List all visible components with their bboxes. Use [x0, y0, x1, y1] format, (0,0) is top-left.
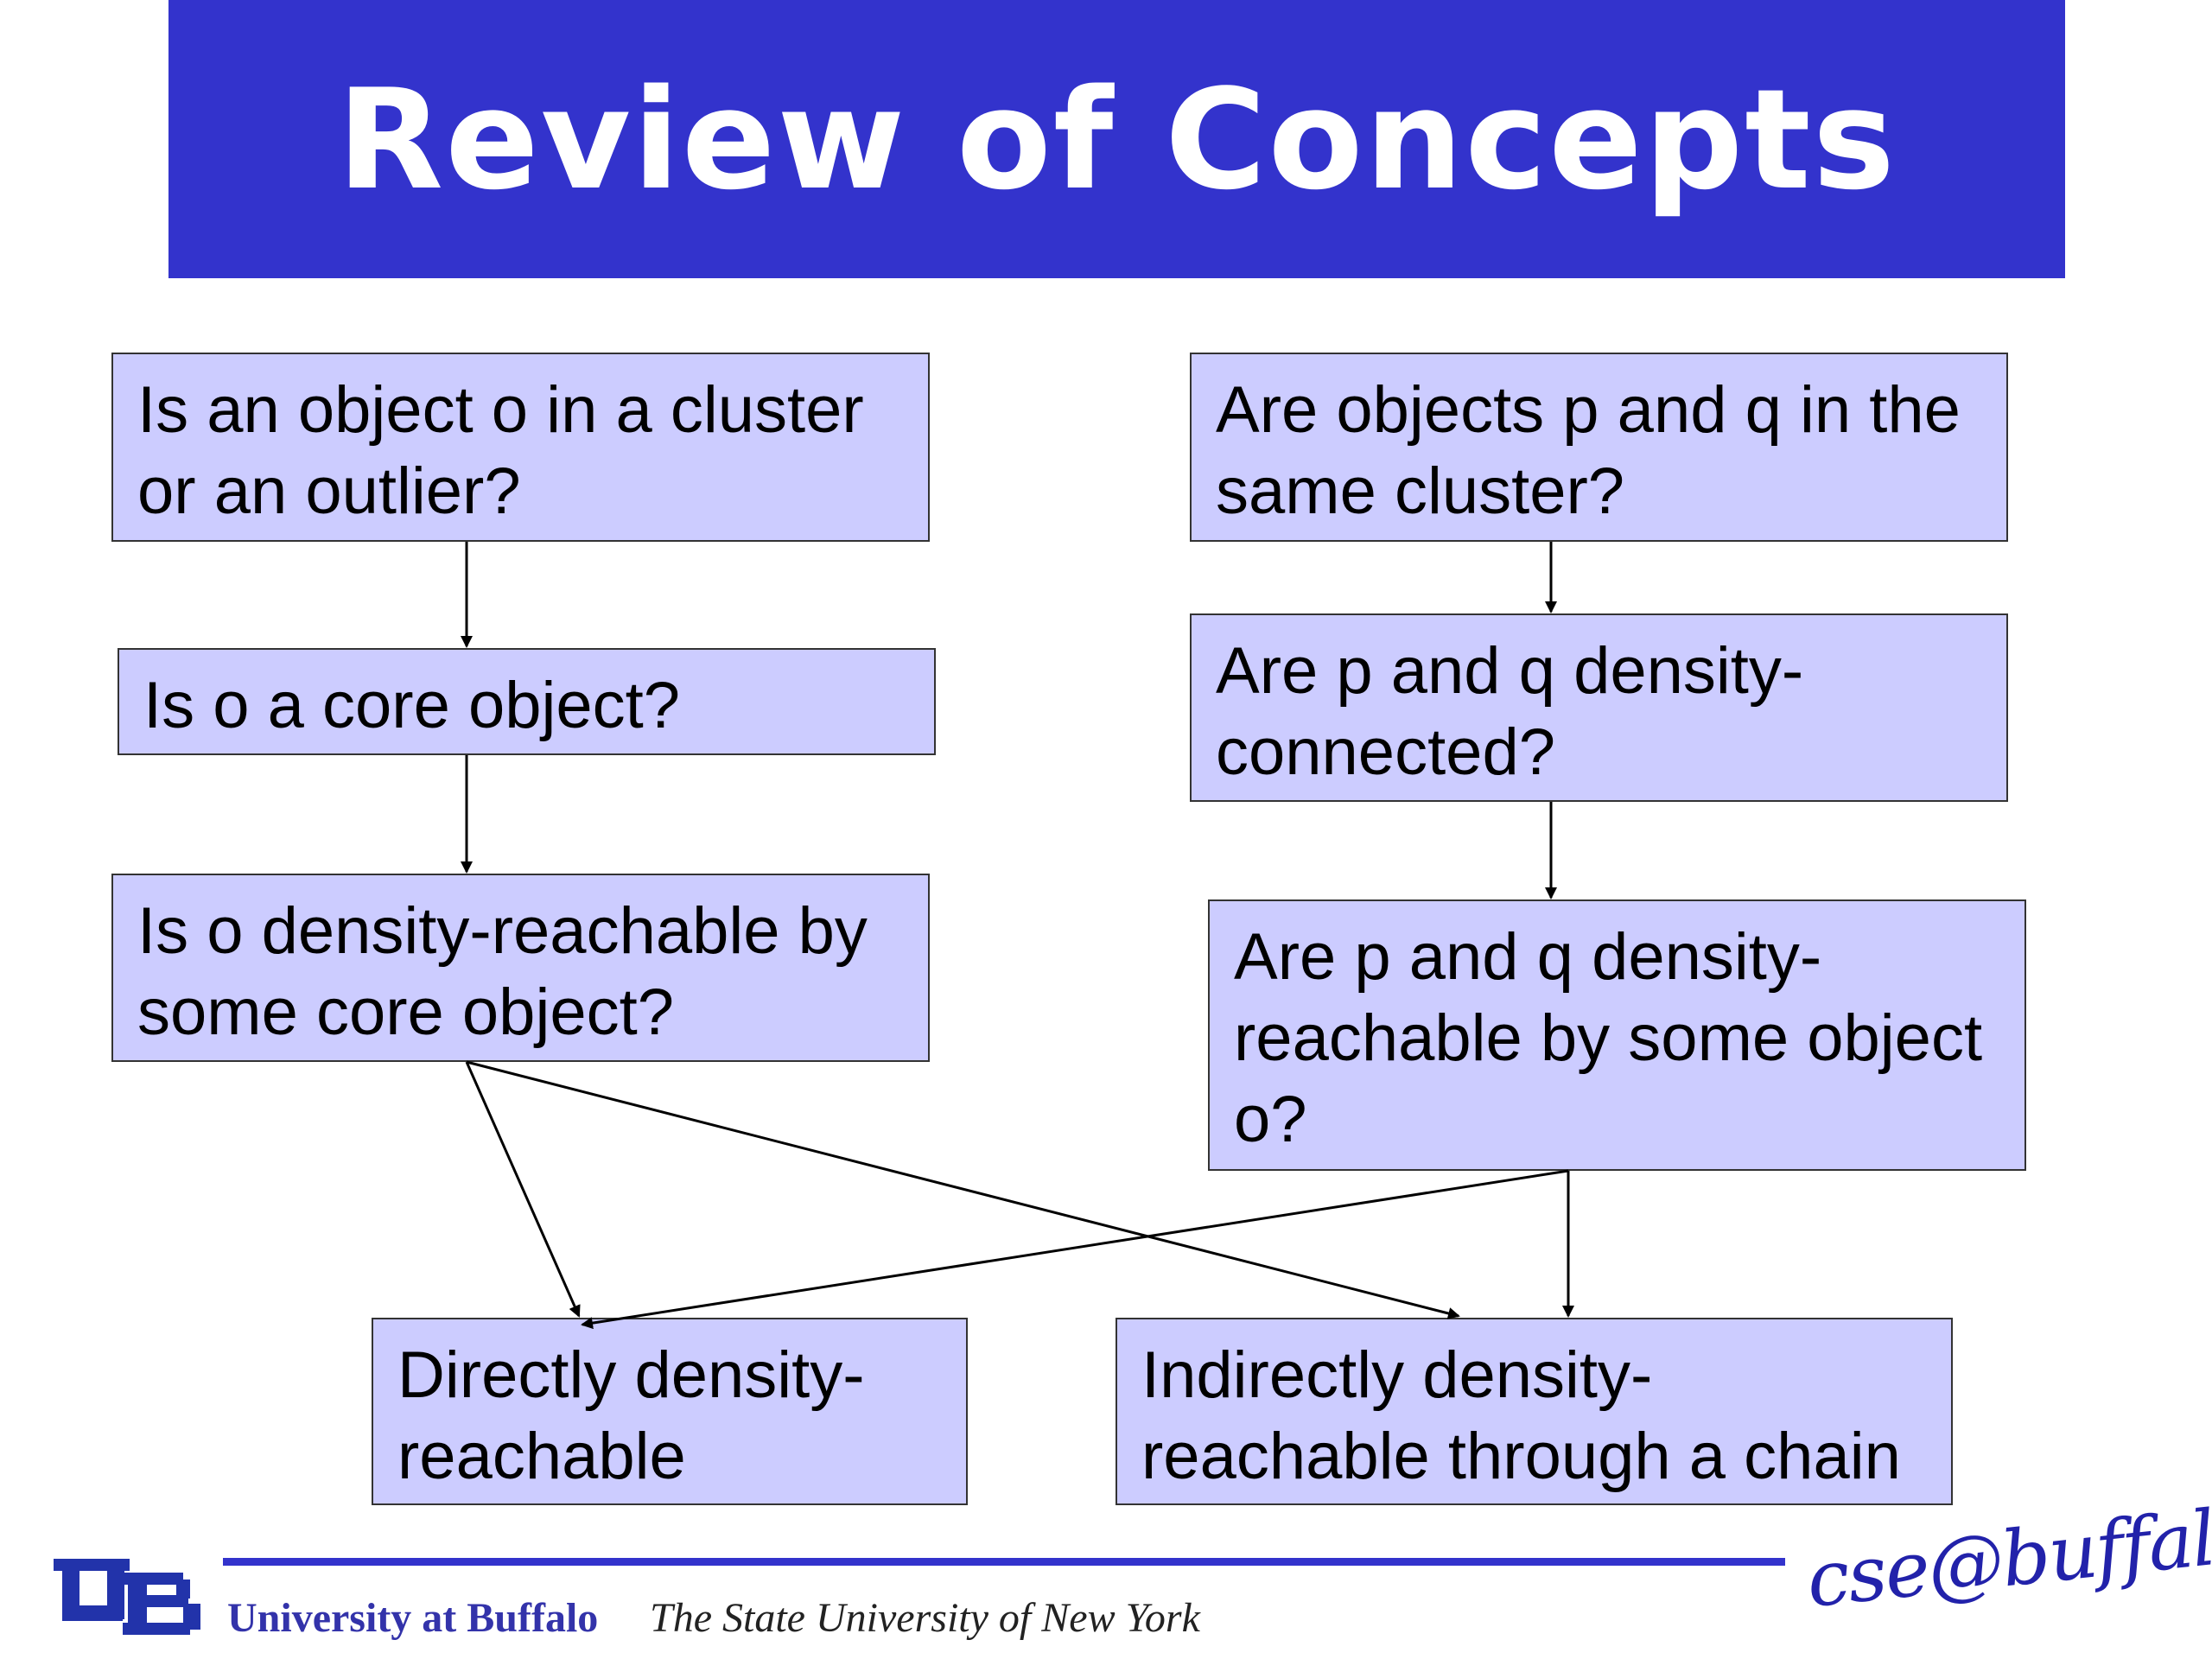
node-directly-density-reachable: Directly density-reachable	[372, 1318, 968, 1505]
arrow-b6-to-b7	[581, 1169, 1569, 1330]
node-object-in-cluster: Is an object o in a cluster or an outlie…	[111, 353, 930, 542]
footer-rule	[223, 1558, 1785, 1566]
arrow-b3-to-b7	[465, 1061, 581, 1318]
node-density-reachable-core: Is o density-reachable by some core obje…	[111, 874, 930, 1062]
node-density-reachable-object: Are p and q density-reachable by some ob…	[1208, 899, 2026, 1171]
node-same-cluster: Are objects p and q in the same cluster?	[1190, 353, 2008, 542]
page-title: Review of Concepts	[337, 58, 1897, 220]
arrow-b3-to-b8	[466, 1060, 1460, 1319]
node-density-connected: Are p and q density-connected?	[1190, 613, 2008, 802]
university-name: University at Buffalo	[227, 1595, 599, 1641]
title-banner: Review of Concepts	[168, 0, 2065, 278]
node-core-object: Is o a core object?	[118, 648, 936, 755]
university-subtitle: The State University of New York	[650, 1595, 1200, 1641]
node-indirectly-density-reachable: Indirectly density-reachable through a c…	[1116, 1318, 1953, 1505]
ub-logo: UB	[54, 1559, 200, 1635]
